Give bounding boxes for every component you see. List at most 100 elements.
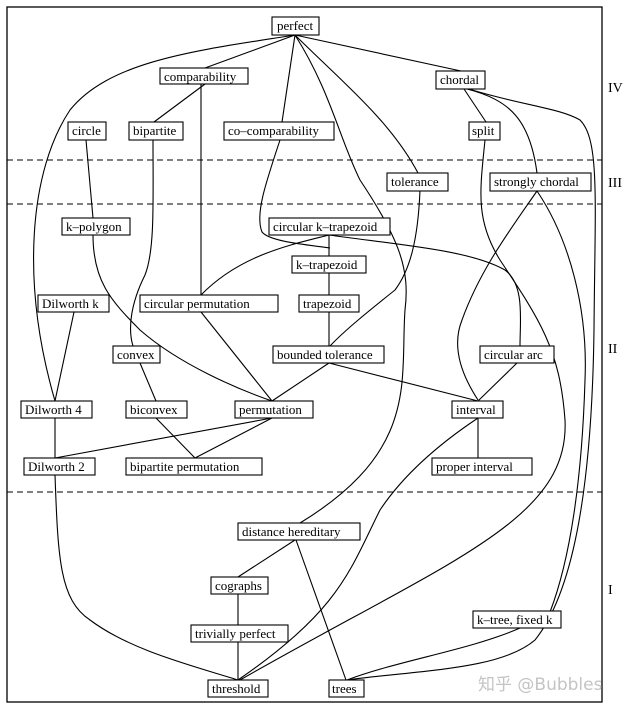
- node-chordal[interactable]: chordal: [435, 70, 486, 90]
- node-dilworth-k[interactable]: Dilworth k: [37, 294, 110, 313]
- edge-distance-hereditary-trees: [295, 539, 347, 681]
- edge-permutation-bipartite-permutation: [194, 417, 273, 459]
- edge-perfect-dilworth-4: [33, 34, 296, 402]
- node-strongly-chordal[interactable]: strongly chordal: [489, 172, 592, 192]
- node-label: circular permutation: [144, 296, 250, 311]
- edge-bounded-tolerance-interval: [328, 362, 479, 402]
- node-bipartite-permutation[interactable]: bipartite permutation: [125, 457, 263, 476]
- node-label: Dilworth 4: [25, 402, 82, 417]
- node-label: perfect: [277, 18, 313, 33]
- edge-distance-hereditary-cographs: [237, 539, 296, 578]
- edge-dilworth-k-dilworth-4: [54, 311, 75, 402]
- node-biconvex[interactable]: biconvex: [125, 400, 188, 419]
- node-bipartite[interactable]: bipartite: [128, 121, 184, 141]
- node-label: convex: [117, 347, 155, 362]
- edge-biconvex-bipartite-permutation: [155, 417, 196, 459]
- node-interval[interactable]: interval: [451, 400, 504, 419]
- node-label: bipartite permutation: [130, 459, 240, 474]
- node-label: threshold: [212, 681, 261, 696]
- node-distance-hereditary[interactable]: distance hereditary: [237, 522, 361, 541]
- node-circle[interactable]: circle: [67, 121, 107, 141]
- edge-dilworth-2-threshold: [54, 474, 239, 681]
- node-label: Dilworth 2: [28, 459, 85, 474]
- node-label: permutation: [239, 402, 302, 417]
- node-label: Dilworth k: [42, 296, 99, 311]
- node-k-tree-fixed-k[interactable]: k–tree, fixed k: [472, 610, 562, 629]
- edge-permutation-dilworth-2: [54, 417, 273, 459]
- node-label: bipartite: [133, 123, 177, 138]
- node-label: strongly chordal: [494, 174, 579, 189]
- node-dilworth-2[interactable]: Dilworth 2: [23, 457, 96, 476]
- diagram-frame: [6, 6, 603, 703]
- node-label: biconvex: [130, 402, 178, 417]
- node-label: trapezoid: [303, 296, 352, 311]
- level-label-iii: III: [608, 176, 622, 191]
- edge-perfect-distance-hereditary: [294, 34, 407, 524]
- node-cographs[interactable]: cographs: [210, 576, 269, 595]
- node-label: circular k–trapezoid: [273, 219, 378, 234]
- node-label: circular arc: [484, 347, 543, 362]
- node-label: k–tree, fixed k: [477, 612, 553, 627]
- edge-chordal-split: [463, 88, 487, 123]
- edge-chordal-trees: [346, 88, 596, 681]
- edge-chordal-strongly-chordal: [466, 88, 538, 174]
- edge-bipartite-convex: [130, 139, 154, 347]
- edge-circle-k-polygon: [85, 139, 94, 219]
- node-circular-arc[interactable]: circular arc: [479, 345, 555, 364]
- edge-circular-permutation-permutation: [200, 311, 273, 402]
- edge-perfect-tolerance: [294, 34, 419, 174]
- edge-perfect-chordal: [294, 34, 462, 72]
- edges: [33, 34, 596, 681]
- edge-k-polygon-permutation: [92, 234, 273, 402]
- node-label: k–trapezoid: [296, 257, 358, 272]
- node-co-comparability[interactable]: co–comparability: [223, 121, 335, 141]
- node-trees[interactable]: trees: [328, 679, 365, 698]
- node-convex[interactable]: convex: [112, 345, 161, 364]
- watermark: 知乎 @Bubbles: [478, 675, 603, 695]
- level-label-i: I: [608, 583, 613, 598]
- node-dilworth-4[interactable]: Dilworth 4: [20, 400, 93, 419]
- node-label: proper interval: [436, 459, 513, 474]
- node-label: co–comparability: [228, 123, 319, 138]
- edge-circular-k-trapezoid-circular-arc: [328, 234, 522, 347]
- edge-k-tree-trees: [346, 627, 521, 681]
- edge-convex-biconvex: [139, 362, 157, 402]
- edge-bounded-tolerance-permutation: [271, 362, 330, 402]
- node-label: circle: [72, 123, 101, 138]
- node-circular-permutation[interactable]: circular permutation: [139, 294, 279, 313]
- node-k-trapezoid[interactable]: k–trapezoid: [291, 255, 367, 274]
- node-tolerance[interactable]: tolerance: [386, 172, 449, 192]
- nodes: perfect comparability chordal circle bip…: [20, 16, 592, 698]
- node-label: k–polygon: [66, 219, 122, 234]
- node-label: tolerance: [391, 174, 439, 189]
- node-label: chordal: [440, 72, 479, 87]
- node-label: distance hereditary: [242, 524, 341, 539]
- edge-circular-k-trapezoid-circular-permutation: [200, 234, 330, 296]
- edge-tolerance-bounded-tolerance: [329, 189, 421, 347]
- edge-strongly-chordal-interval: [457, 190, 538, 401]
- node-trapezoid[interactable]: trapezoid: [298, 294, 360, 313]
- node-label: trivially perfect: [195, 626, 276, 641]
- level-label-ii: II: [608, 342, 618, 357]
- node-threshold[interactable]: threshold: [207, 679, 269, 698]
- edge-interval-threshold: [237, 417, 479, 681]
- node-perfect[interactable]: perfect: [271, 16, 320, 36]
- edge-perfect-comparability: [204, 34, 296, 69]
- node-label: interval: [456, 402, 496, 417]
- node-comparability[interactable]: comparability: [159, 67, 249, 85]
- edge-comparability-bipartite: [153, 83, 206, 123]
- node-k-polygon[interactable]: k–polygon: [61, 217, 131, 236]
- node-split[interactable]: split: [468, 121, 501, 141]
- node-label: trees: [332, 681, 357, 696]
- edge-co-comparability-k-trapezoid: [259, 139, 331, 249]
- node-bounded-tolerance[interactable]: bounded tolerance: [272, 345, 385, 364]
- edge-split-threshold: [239, 139, 566, 681]
- node-trivially-perfect[interactable]: trivially perfect: [190, 624, 289, 643]
- node-circular-k-trapezoid[interactable]: circular k–trapezoid: [268, 217, 391, 236]
- node-proper-interval[interactable]: proper interval: [431, 457, 533, 476]
- level-label-iv: IV: [608, 81, 623, 96]
- node-label: cographs: [215, 578, 262, 593]
- node-label: split: [472, 123, 495, 138]
- node-permutation[interactable]: permutation: [234, 400, 314, 419]
